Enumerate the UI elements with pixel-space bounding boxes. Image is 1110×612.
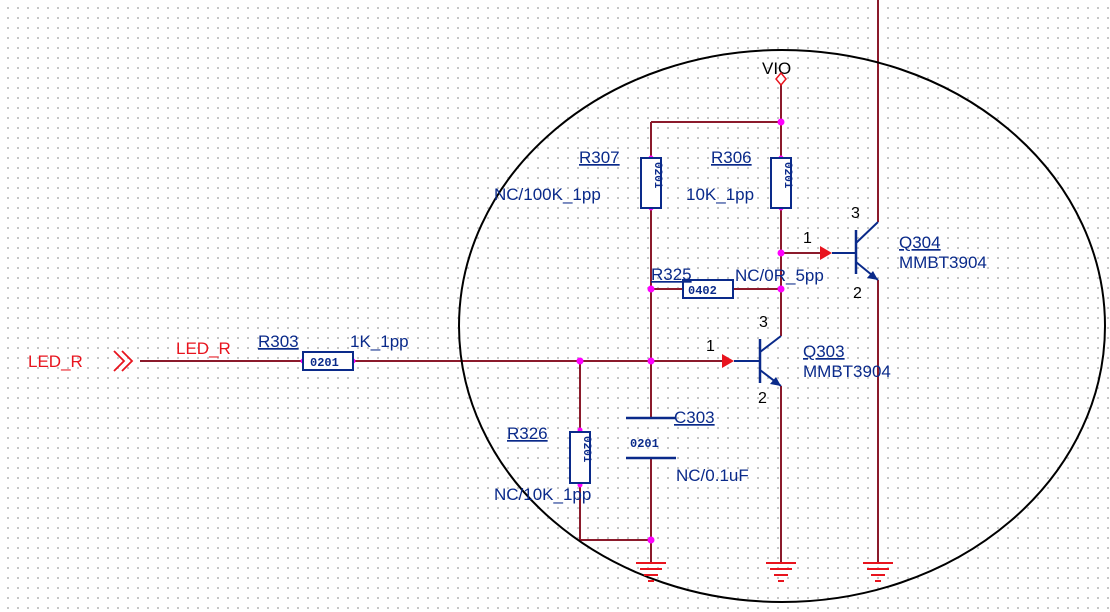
emitter-arrow-icon	[770, 377, 781, 386]
pin-number-emitter: 2	[853, 285, 862, 302]
power-port-vio[interactable]: VIO	[762, 59, 791, 87]
package-label: 0201	[310, 356, 339, 370]
junction-dot	[777, 249, 785, 257]
resistor-body	[302, 351, 354, 371]
pin-number-base: 1	[706, 338, 715, 355]
resistor-body	[770, 157, 792, 209]
port-chevron-icon	[113, 350, 134, 372]
refdes-label: R325	[651, 265, 692, 284]
ground-symbol	[636, 562, 666, 582]
part-label: MMBT3904	[803, 362, 891, 381]
resistor-body	[569, 431, 591, 484]
junction-dot	[647, 536, 655, 544]
pin-number-collector: 3	[851, 205, 860, 222]
value-label: 1K_1pp	[350, 332, 409, 351]
emitter-arrow-icon	[867, 271, 878, 280]
collector-lead	[855, 221, 879, 244]
ground-symbol	[766, 562, 796, 582]
power-diamond-icon	[775, 71, 787, 87]
package-label: 0201	[630, 437, 659, 451]
value-label: NC/10K_1pp	[494, 485, 591, 504]
net-port-led-r[interactable]: LED_R	[28, 350, 134, 372]
junction-dot	[647, 285, 655, 293]
ground-symbol	[863, 562, 893, 582]
refdes-label: R326	[507, 424, 548, 443]
transistor-q303[interactable]: 1 3 2 Q303 MMBT3904	[706, 314, 891, 407]
base-arrow-icon	[722, 354, 734, 368]
resistor-r325[interactable]: 0402 R325 NC/0R_5pp	[651, 265, 824, 299]
resistor-r306[interactable]: 0201 R306 10K_1pp	[686, 148, 793, 209]
junction-dot	[777, 118, 785, 126]
junction-dot	[777, 285, 785, 293]
power-label: VIO	[762, 59, 791, 78]
refdes-label: R306	[711, 148, 752, 167]
resistor-r303[interactable]: 0201 R303 1K_1pp	[258, 332, 409, 371]
part-label: MMBT3904	[899, 253, 987, 272]
wires	[140, 0, 879, 562]
refdes-label: C303	[674, 408, 715, 427]
pin-number-emitter: 2	[758, 390, 767, 407]
value-label: NC/0R_5pp	[735, 266, 824, 285]
resistor-body	[640, 157, 662, 209]
net-port-label: LED_R	[28, 352, 83, 371]
collector-lead	[759, 335, 782, 353]
refdes-label: Q304	[899, 233, 941, 252]
highlight-circle	[458, 49, 1106, 603]
package-label: 0402	[688, 284, 717, 298]
net-wire-label: LED_R	[176, 339, 231, 358]
transistor-q304[interactable]: 1 3 2 Q304 MMBT3904	[803, 205, 987, 302]
package-label: 0201	[781, 162, 793, 189]
junction-dot	[647, 357, 655, 365]
resistor-body	[682, 279, 734, 299]
refdes-label: R303	[258, 332, 299, 351]
value-label: NC/100K_1pp	[494, 185, 601, 204]
pin-number-collector: 3	[759, 314, 768, 331]
value-label: 10K_1pp	[686, 185, 754, 204]
refdes-label: R307	[579, 148, 620, 167]
refdes-label: Q303	[803, 342, 845, 361]
package-label: 0201	[651, 162, 663, 189]
capacitor-c303[interactable]: 0201 C303 NC/0.1uF	[626, 408, 749, 485]
resistor-r307[interactable]: 0201 R307 NC/100K_1pp	[494, 148, 663, 209]
value-label: NC/0.1uF	[676, 466, 749, 485]
resistor-r326[interactable]: 0201 R326 NC/10K_1pp	[494, 424, 592, 504]
base-arrow-icon	[820, 246, 832, 260]
package-label: 0201	[580, 436, 592, 463]
pin-number-base: 1	[803, 230, 812, 247]
junction-dot	[576, 357, 584, 365]
